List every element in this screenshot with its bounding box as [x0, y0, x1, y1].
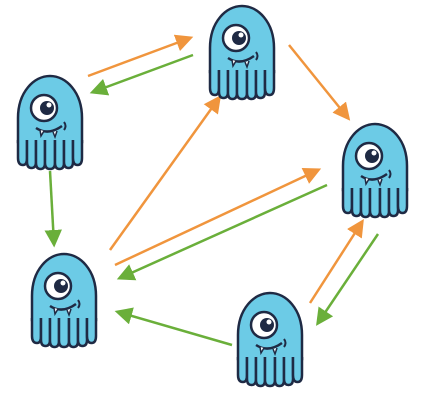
edges-layer — [44, 34, 380, 347]
edge-top-to-left-arrow — [89, 53, 194, 96]
node-top-cyclops-octopus-icon — [208, 4, 276, 101]
node-bottom-right-cyclops-octopus-icon — [236, 291, 304, 388]
node-right-cyclops-octopus-icon — [341, 122, 409, 219]
edge-bottom-left-to-right-arrow — [114, 168, 322, 267]
edge-bottom-left-to-top-arrow — [108, 95, 222, 251]
edge-top-to-right-arrow — [288, 44, 351, 121]
edge-bottom-right-to-bottom-left-arrow — [114, 307, 233, 347]
edge-right-to-bottom-left-arrow — [116, 183, 328, 281]
node-left-cyclops-octopus-icon — [16, 74, 84, 171]
edge-right-to-bottom-right-arrow — [316, 233, 380, 326]
edge-left-to-top-arrow — [87, 34, 194, 78]
edge-bottom-right-to-right-arrow — [308, 219, 364, 304]
edge-left-to-bottom-left-arrow — [44, 170, 62, 248]
node-bottom-left-cyclops-octopus-icon — [30, 252, 98, 349]
nodes-layer — [16, 4, 409, 388]
